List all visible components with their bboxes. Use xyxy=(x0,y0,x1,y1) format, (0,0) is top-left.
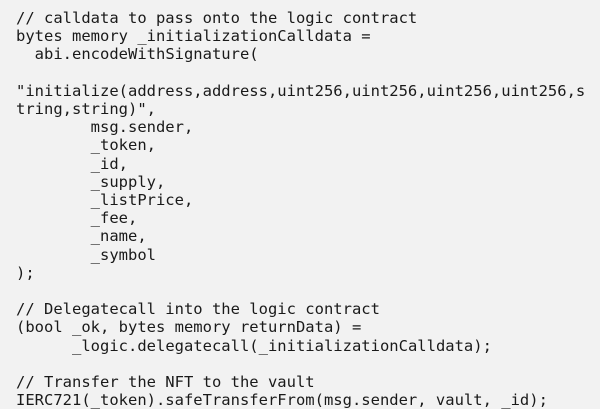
code-line: // calldata to pass onto the logic contr… xyxy=(16,9,418,27)
code-line: _fee, xyxy=(16,209,138,228)
code-line: abi.encodeWithSignature( xyxy=(16,45,259,64)
code-line: _token, xyxy=(16,136,156,155)
code-line: "initialize(address,address,uint256,uint… xyxy=(16,81,586,118)
code-blank-line xyxy=(16,355,592,373)
code-line: ); xyxy=(16,263,35,282)
code-line: IERC721(_token).safeTransferFrom(msg.sen… xyxy=(16,391,548,409)
code-line: _logic.delegatecall(_initializationCalld… xyxy=(16,336,492,355)
code-line: _listPrice, xyxy=(16,191,194,210)
code-line: _id, xyxy=(16,154,128,173)
code-line: bytes memory _initializationCalldata = xyxy=(16,27,371,46)
code-line: _symbol xyxy=(16,245,156,264)
code-line: (bool _ok, bytes memory returnData) = xyxy=(16,318,362,337)
code-blank-line xyxy=(16,64,592,82)
code-line: // Transfer the NFT to the vault xyxy=(16,373,315,392)
code-blank-line xyxy=(16,282,592,300)
code-line: _name, xyxy=(16,227,147,246)
code-line: // Delegatecall into the logic contract xyxy=(16,300,380,319)
code-line: msg.sender, xyxy=(16,118,194,137)
code-line: _supply, xyxy=(16,172,166,191)
